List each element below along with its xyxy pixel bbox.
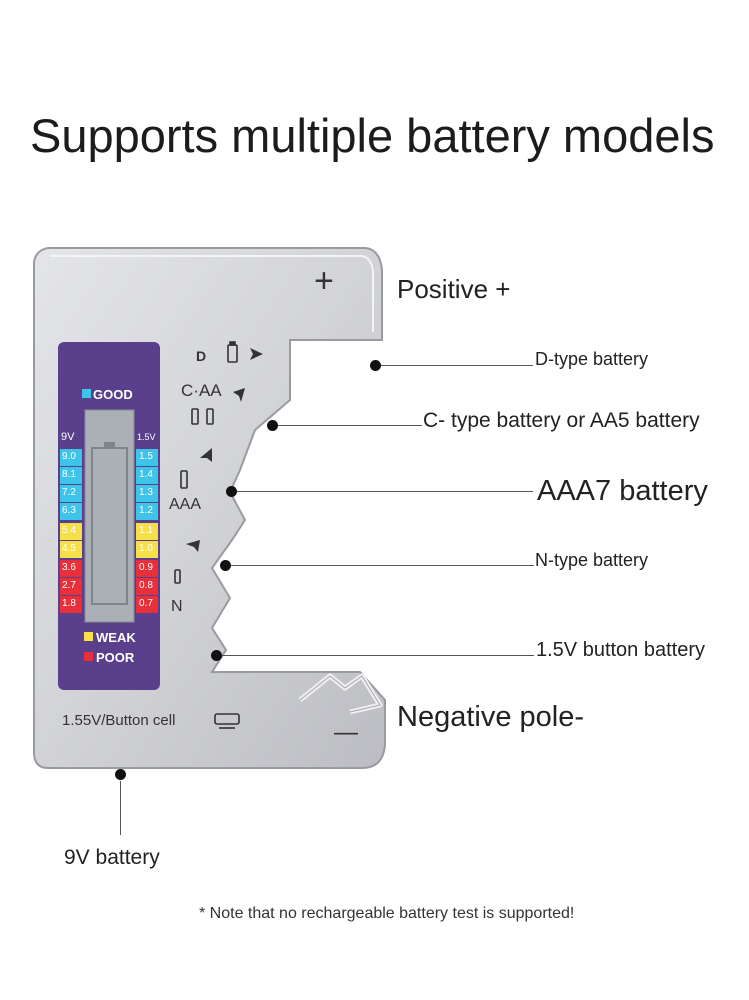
button-leader xyxy=(222,655,534,656)
arrow-n-icon xyxy=(186,540,200,552)
scale-value: 1.0 xyxy=(139,543,153,554)
caa-battery-icon-2 xyxy=(206,408,214,425)
scale-15v-header: 1.5V xyxy=(137,432,156,442)
button-battery-label: 1.5V button battery xyxy=(536,639,706,661)
n-type-dot xyxy=(220,560,231,571)
scale-value: 0.7 xyxy=(139,598,153,609)
scale-value: 9.0 xyxy=(62,451,76,462)
lcd-window xyxy=(84,409,135,623)
scale-value: 0.8 xyxy=(139,580,153,591)
nine-v-label: 9V battery xyxy=(64,846,160,869)
aaa7-leader xyxy=(237,491,533,492)
scale-value: 1.8 xyxy=(62,598,76,609)
n-type-leader xyxy=(231,565,534,566)
nine-v-leader xyxy=(120,781,121,835)
button-dot xyxy=(211,650,222,661)
slot-d-label: D xyxy=(196,348,207,364)
plus-sign: + xyxy=(314,262,334,300)
scale-value: 1.5 xyxy=(139,451,153,462)
arrow-caa-icon xyxy=(233,388,245,402)
scale-value: 3.6 xyxy=(62,562,76,573)
slot-caa-label: C·AA xyxy=(181,381,222,400)
scale-15v-blocks xyxy=(136,449,158,613)
slot-aaa-label: AAA xyxy=(169,496,202,513)
page-title: Supports multiple battery models xyxy=(30,109,715,162)
good-label: GOOD xyxy=(93,387,133,402)
c-type-label: C- type battery or AA5 battery xyxy=(423,409,700,432)
aaa7-label: AAA7 battery xyxy=(537,475,708,507)
c-type-leader xyxy=(278,425,422,426)
d-type-leader xyxy=(381,365,533,366)
scale-value: 5.4 xyxy=(62,525,76,536)
scale-value: 7.2 xyxy=(62,487,76,498)
d-type-label: D-type battery xyxy=(535,349,649,369)
c-type-dot xyxy=(267,420,278,431)
scale-value: 1.4 xyxy=(139,469,153,480)
scale-value: 0.9 xyxy=(139,562,153,573)
scale-value: 6.3 xyxy=(62,505,76,516)
poor-label: POOR xyxy=(96,650,135,665)
n-type-label: N-type battery xyxy=(535,550,649,570)
scale-value: 8.1 xyxy=(62,469,76,480)
negative-label: Negative pole- xyxy=(397,701,584,733)
caa-battery-icon-1 xyxy=(191,408,199,425)
disclaimer-note: * Note that no rechargeable battery test… xyxy=(199,905,575,922)
scale-9v-blocks xyxy=(60,449,82,613)
slot-n-label: N xyxy=(171,598,183,615)
scale-value: 4.5 xyxy=(62,543,76,554)
scale-value: 2.7 xyxy=(62,580,76,591)
scale-value: 1.2 xyxy=(139,505,153,516)
scale-value: 1.1 xyxy=(139,525,153,536)
scale-value: 1.3 xyxy=(139,487,153,498)
scale-9v-header: 9V xyxy=(61,431,75,443)
d-type-dot xyxy=(370,360,381,371)
button-cell-icon xyxy=(214,713,240,725)
button-cell-label: 1.55V/Button cell xyxy=(62,712,176,729)
aaa-battery-icon xyxy=(180,470,188,489)
weak-label: WEAK xyxy=(96,630,136,645)
n-battery-icon xyxy=(174,569,181,584)
nine-v-dot xyxy=(115,769,126,780)
positive-label: Positive + xyxy=(397,274,511,304)
aaa7-dot xyxy=(226,486,237,497)
minus-sign: — xyxy=(334,719,358,746)
arrow-d-icon xyxy=(250,348,263,360)
arrow-aaa-icon xyxy=(200,448,212,462)
